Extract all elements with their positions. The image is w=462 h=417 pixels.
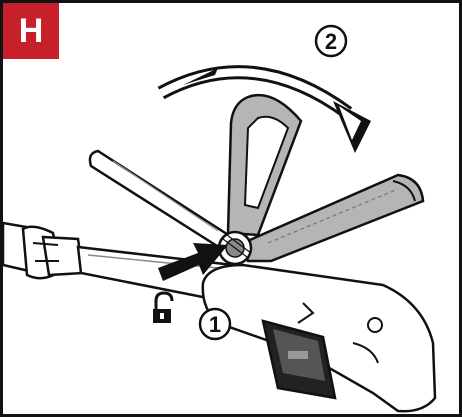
figure-label: H [18, 12, 44, 50]
step-2-marker: 2 [314, 24, 348, 58]
rotation-arrow-icon [157, 65, 371, 153]
step-1-number: 1 [209, 312, 221, 337]
extended-arm [241, 173, 425, 263]
unlock-icon [153, 291, 174, 323]
step-1-marker: 1 [198, 307, 232, 341]
trimmer-illustration: 2 [3, 24, 437, 413]
battery-pack [261, 319, 337, 400]
loop-handle [226, 93, 303, 237]
push-arrow-icon [158, 243, 228, 281]
step-2-number: 2 [325, 29, 337, 54]
figure-label-badge: H [3, 3, 59, 59]
folded-handle-left [88, 149, 235, 253]
